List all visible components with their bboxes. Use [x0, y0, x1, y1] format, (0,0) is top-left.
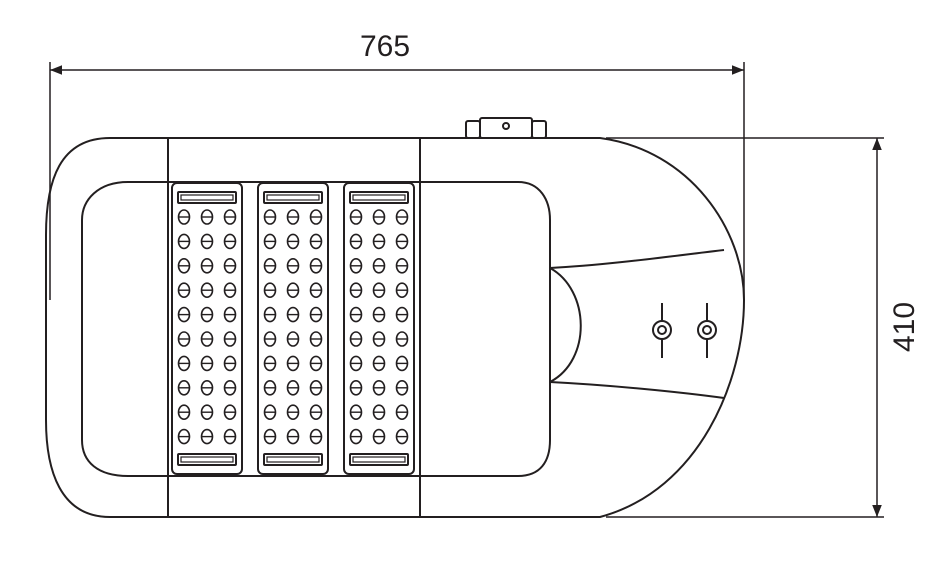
neck-bulge: [549, 267, 582, 383]
bolt-right-head: [697, 320, 717, 340]
lamp-panel-outline: [81, 181, 551, 477]
bolt-right-core: [702, 325, 712, 335]
module-top-bar-inner: [266, 194, 320, 201]
height-dimension: 410: [606, 137, 921, 518]
led-module: [343, 182, 415, 475]
module-bottom-bar-inner: [266, 456, 320, 463]
height-dimension-label: 410: [888, 302, 921, 352]
module-bottom-bar: [263, 453, 323, 466]
housing-outline: [45, 137, 746, 518]
module-top-bar-inner: [352, 194, 406, 201]
led-modules: [171, 182, 415, 475]
module-bottom-bar: [349, 453, 409, 466]
bolt-left-head: [652, 320, 672, 340]
width-dimension: 765: [49, 30, 745, 300]
led-module: [171, 182, 243, 475]
mounting-clip: [465, 117, 547, 139]
arm-neck: [549, 249, 725, 399]
clip-left-tab: [465, 120, 481, 139]
width-dimension-label: 765: [360, 30, 410, 63]
module-top-bar: [349, 191, 409, 204]
module-top-bar: [177, 191, 237, 204]
clip-hole: [502, 122, 510, 130]
bolt-left-core: [657, 325, 667, 335]
module-top-bar-inner: [180, 194, 234, 201]
module-bottom-bar: [177, 453, 237, 466]
module-bottom-bar-inner: [352, 456, 406, 463]
module-top-bar: [263, 191, 323, 204]
module-bottom-bar-inner: [180, 456, 234, 463]
neck-lower-curve: [549, 381, 725, 399]
clip-right-tab: [531, 120, 547, 139]
bolt-left: [652, 303, 672, 358]
neck-upper-curve: [549, 249, 725, 269]
led-module: [257, 182, 329, 475]
bolt-right: [697, 303, 717, 358]
